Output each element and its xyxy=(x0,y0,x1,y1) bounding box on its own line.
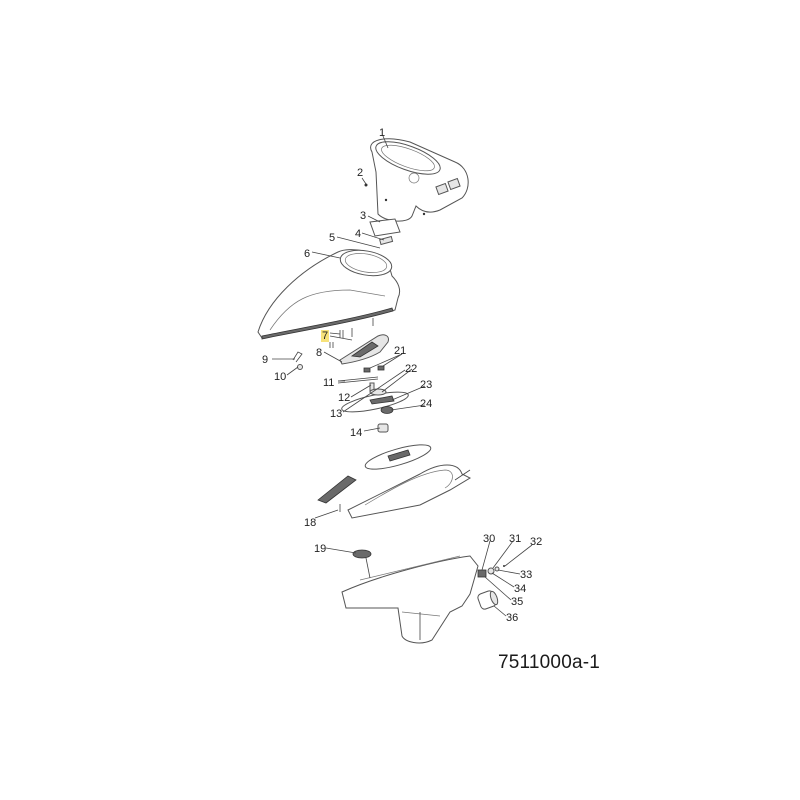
part-21-clips xyxy=(363,365,385,373)
callout-35[interactable]: 35 xyxy=(511,596,524,608)
callout-23[interactable]: 23 xyxy=(420,379,433,391)
part-8-deflector xyxy=(339,334,389,365)
callout-1[interactable]: 1 xyxy=(379,127,386,139)
part-15-plate xyxy=(364,444,432,470)
part-3-plate xyxy=(369,218,401,237)
callout-9[interactable]: 9 xyxy=(262,354,269,366)
part-16-grille xyxy=(317,475,357,504)
part-9-clip xyxy=(292,351,303,363)
callout-5[interactable]: 5 xyxy=(329,232,336,244)
callout-21[interactable]: 21 xyxy=(394,345,407,357)
part-1-console-housing xyxy=(370,138,469,222)
callout-12[interactable]: 12 xyxy=(338,392,351,404)
callout-3[interactable]: 3 xyxy=(360,210,367,222)
callout-24[interactable]: 24 xyxy=(420,398,433,410)
callout-8[interactable]: 8 xyxy=(316,347,323,359)
part-19-knob xyxy=(352,549,372,579)
part-17-frame xyxy=(347,464,472,519)
part-11-rod xyxy=(337,376,379,384)
part-4-bracket xyxy=(379,235,394,246)
callout-11[interactable]: 11 xyxy=(323,377,335,389)
callout-36[interactable]: 36 xyxy=(506,612,519,624)
part-6-chute xyxy=(257,249,401,340)
part-30-35-fittings xyxy=(477,565,505,578)
callout-32[interactable]: 32 xyxy=(530,536,543,548)
callout-7[interactable]: 7 xyxy=(321,330,330,342)
callout-6[interactable]: 6 xyxy=(304,248,311,260)
callout-10[interactable]: 10 xyxy=(274,371,287,383)
callout-18[interactable]: 18 xyxy=(304,517,317,529)
callout-14[interactable]: 14 xyxy=(350,427,363,439)
part-10-nut xyxy=(297,364,303,370)
callout-22[interactable]: 22 xyxy=(405,363,418,375)
callout-4[interactable]: 4 xyxy=(355,228,362,240)
part-2-screw xyxy=(364,183,368,187)
callout-30[interactable]: 30 xyxy=(483,533,496,545)
callout-13[interactable]: 13 xyxy=(330,408,343,420)
part-housing-base xyxy=(341,555,479,644)
part-22-washer xyxy=(369,388,387,396)
callout-33[interactable]: 33 xyxy=(520,569,533,581)
leader-lines xyxy=(272,135,533,617)
drawing-number: 7511000a-1 xyxy=(498,652,601,673)
callout-31[interactable]: 31 xyxy=(509,533,522,545)
callout-2[interactable]: 2 xyxy=(357,167,364,179)
part-36-cap xyxy=(477,590,499,610)
callout-19[interactable]: 19 xyxy=(314,543,327,555)
callout-34[interactable]: 34 xyxy=(514,583,527,595)
part-13-plate xyxy=(341,391,409,413)
